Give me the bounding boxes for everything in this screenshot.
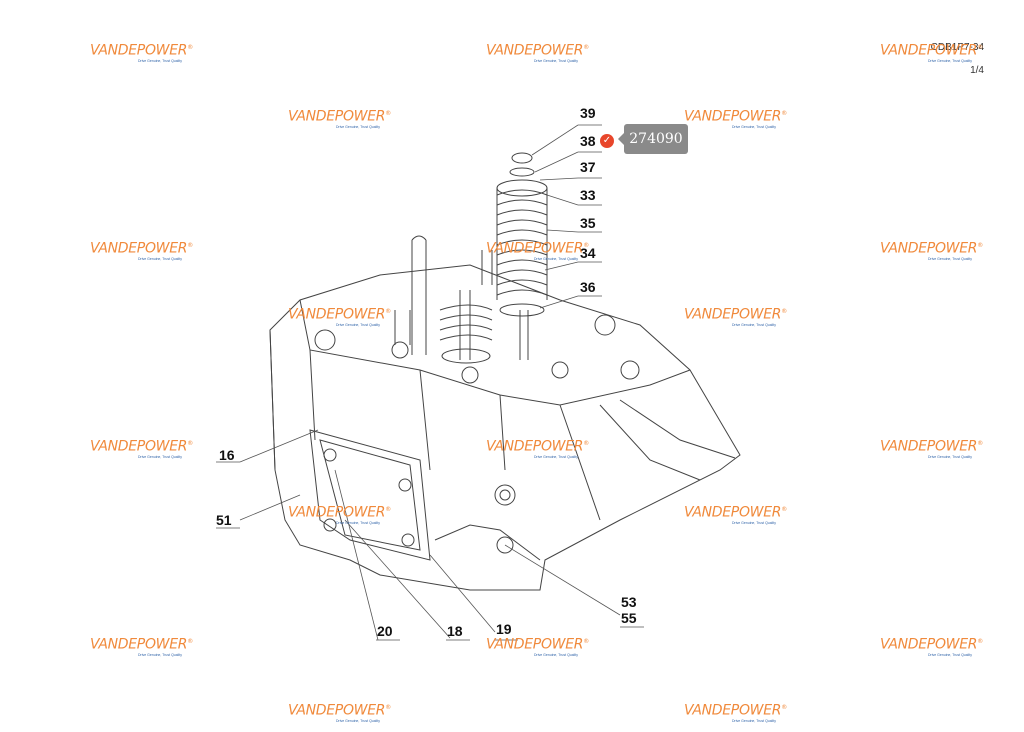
callout-37[interactable]: 37 xyxy=(580,159,596,175)
callout-34[interactable]: 34 xyxy=(580,245,596,261)
part-number-tooltip: 274090 xyxy=(618,124,688,154)
page-code: CDB1P7-34 xyxy=(930,42,984,53)
callout-53[interactable]: 53 xyxy=(621,594,637,610)
cylinder-head-drawing xyxy=(216,124,741,641)
callout-20[interactable]: 20 xyxy=(377,623,393,639)
callout-39[interactable]: 39 xyxy=(580,105,596,121)
callout-35[interactable]: 35 xyxy=(580,215,596,231)
callout-16[interactable]: 16 xyxy=(219,447,235,463)
callout-36[interactable]: 36 xyxy=(580,279,596,295)
callout-55[interactable]: 55 xyxy=(621,610,637,626)
page-number: 1/4 xyxy=(970,65,984,76)
callout-18[interactable]: 18 xyxy=(447,623,463,639)
callout-19[interactable]: 19 xyxy=(496,621,512,637)
check-circle-icon: ✓ xyxy=(600,134,614,148)
callout-51[interactable]: 51 xyxy=(216,512,232,528)
callout-33[interactable]: 33 xyxy=(580,187,596,203)
callout-38[interactable]: 38 xyxy=(580,133,596,149)
callout-numbers: 39 38 37 33 35 34 36 16 51 20 18 19 53 5… xyxy=(216,105,637,639)
